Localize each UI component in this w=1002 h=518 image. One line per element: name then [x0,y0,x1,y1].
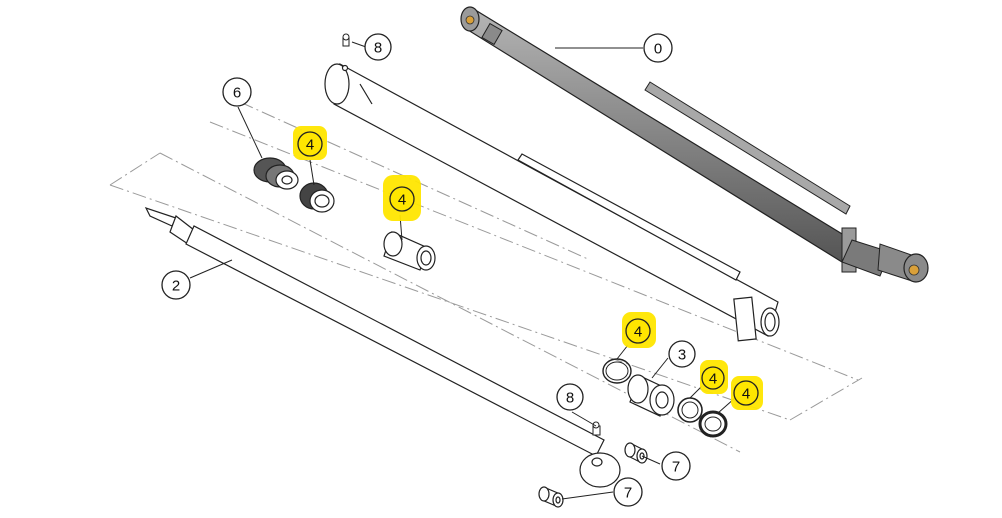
rod-guide [627,374,675,417]
cylinder-barrel [324,63,780,342]
piston-seal [299,182,335,213]
callout-7-lower-balloon [613,477,643,507]
leader-lines [189,41,736,500]
callout-3-label: 3 [678,347,686,364]
callout-4-piston-seal-label: 4 [306,137,314,154]
rod-seal [677,397,703,423]
callout-4-sleeve-balloon [389,186,415,212]
callout-4-rod-seal-balloon [701,366,725,390]
callout-2-balloon [161,270,191,300]
callout-4-rod-seal-label: 4 [709,371,717,388]
callout-8-bottom-balloon [556,383,584,411]
callout-4-o-ring-balloon [625,318,651,344]
callout-4-piston-seal-balloon [297,131,323,157]
callout-7-upper-balloon [661,451,691,481]
callout-0-balloon [643,33,673,63]
o-ring [602,358,632,384]
wear-sleeve [383,231,436,271]
bushing-upper [624,442,648,464]
callout-4-wiper-balloon [733,380,759,406]
callout-8-top-label: 8 [374,40,382,57]
callout-8-bottom-label: 8 [566,390,574,407]
callout-0-label: 0 [654,41,662,58]
callout-6-label: 6 [233,85,241,102]
callout-4-wiper-label: 4 [742,386,750,403]
piston [253,157,299,190]
grease-fitting-bottom [592,421,601,436]
callout-7-upper-label: 7 [672,459,680,476]
callout-8-top-balloon [364,33,392,61]
callout-4-o-ring-label: 4 [634,324,642,341]
callout-3-balloon [668,340,696,368]
cylinder-assembly [460,6,929,283]
callout-7-lower-label: 7 [624,485,632,502]
wiper [698,410,728,438]
bushing-lower [538,486,564,508]
grease-fitting-top [342,33,350,47]
callout-4-sleeve-label: 4 [398,192,406,209]
callout-2-label: 2 [172,278,180,295]
callout-6-balloon [222,77,252,107]
piston-rod [144,206,621,488]
